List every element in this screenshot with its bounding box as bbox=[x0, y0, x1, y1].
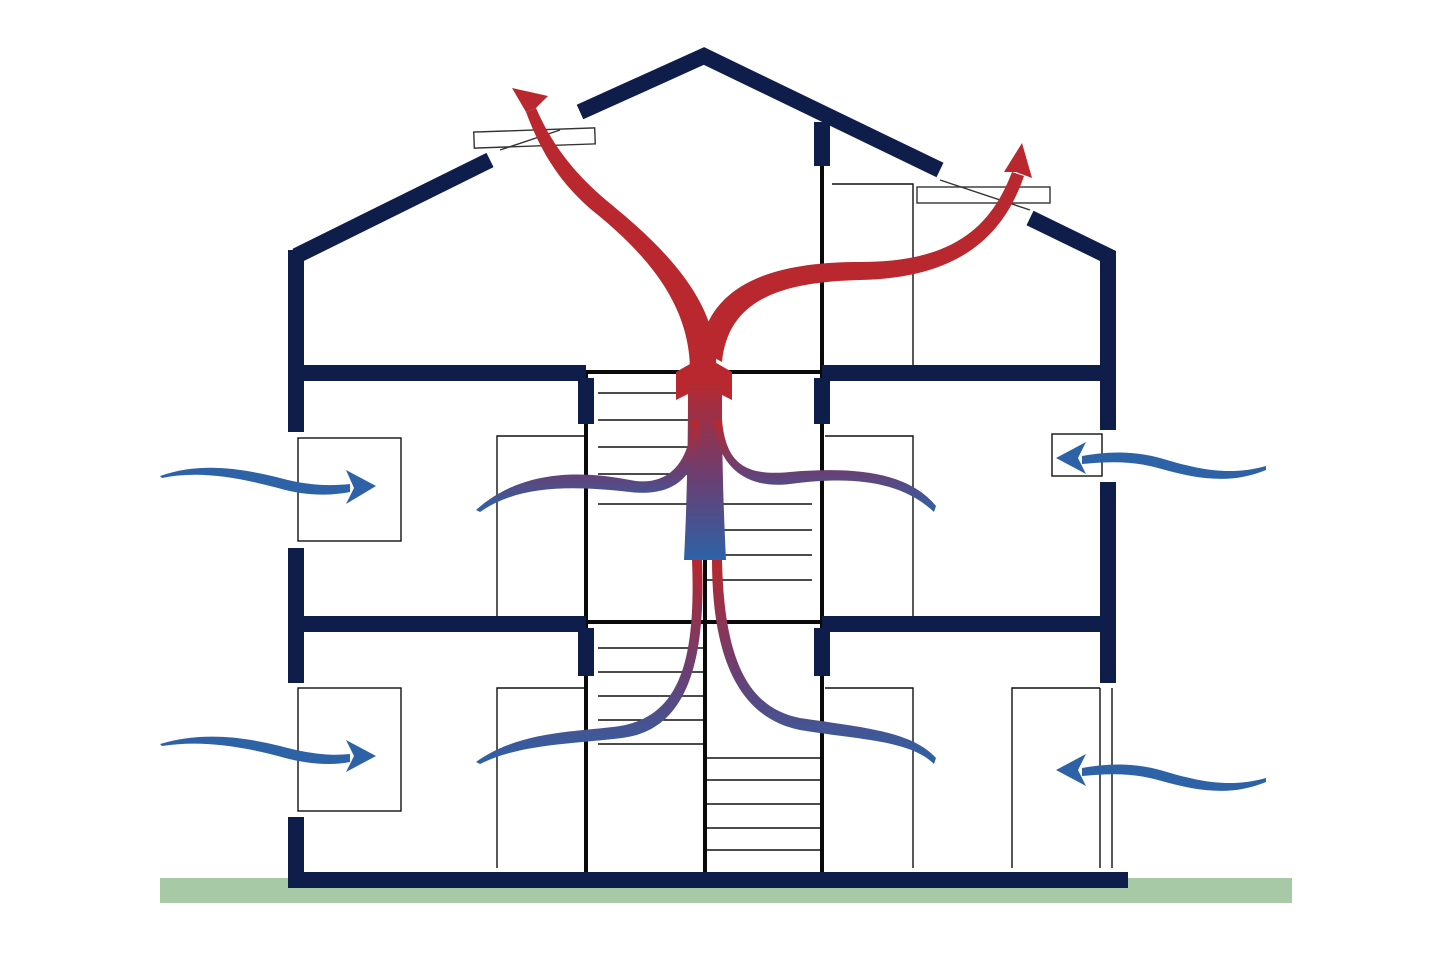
door-right-lower-2 bbox=[1011, 687, 1100, 868]
internal-flows bbox=[476, 420, 936, 764]
flow-lower-right bbox=[712, 560, 936, 764]
door-left-upper bbox=[496, 435, 585, 617]
exhaust-arrowhead-right bbox=[1004, 143, 1032, 178]
exhaust-arrowhead-left bbox=[512, 88, 548, 112]
inlet-right-upper bbox=[1082, 452, 1266, 479]
door-left-lower bbox=[496, 687, 585, 868]
inlet-left-upper-head bbox=[346, 470, 376, 504]
door-right-lower bbox=[825, 687, 914, 868]
flow-upper-right bbox=[714, 420, 936, 512]
inlet-left-lower-head bbox=[346, 740, 376, 772]
roof-right-lower bbox=[1026, 210, 1116, 430]
building-shell bbox=[288, 47, 1128, 888]
stack-column bbox=[684, 380, 726, 560]
roof-vent-right bbox=[916, 179, 1051, 211]
cool-air-inlets bbox=[160, 442, 1266, 791]
exhaust-branch-right bbox=[700, 172, 1024, 362]
stair-walls bbox=[584, 140, 824, 872]
door-right-upper bbox=[825, 435, 914, 617]
attic-cupboard bbox=[832, 183, 914, 365]
inlet-right-lower bbox=[1082, 764, 1266, 791]
inlet-left-upper bbox=[160, 467, 350, 495]
roof-left-upper bbox=[576, 47, 944, 178]
window-left-lower bbox=[297, 687, 402, 812]
inlet-right-lower-head bbox=[1056, 754, 1086, 786]
inlet-left-lower bbox=[160, 736, 350, 764]
exhaust-branch-left bbox=[526, 108, 717, 370]
flow-upper-left bbox=[476, 420, 701, 512]
inlet-right-upper-head bbox=[1056, 442, 1086, 474]
roof-left-lower bbox=[292, 152, 494, 264]
